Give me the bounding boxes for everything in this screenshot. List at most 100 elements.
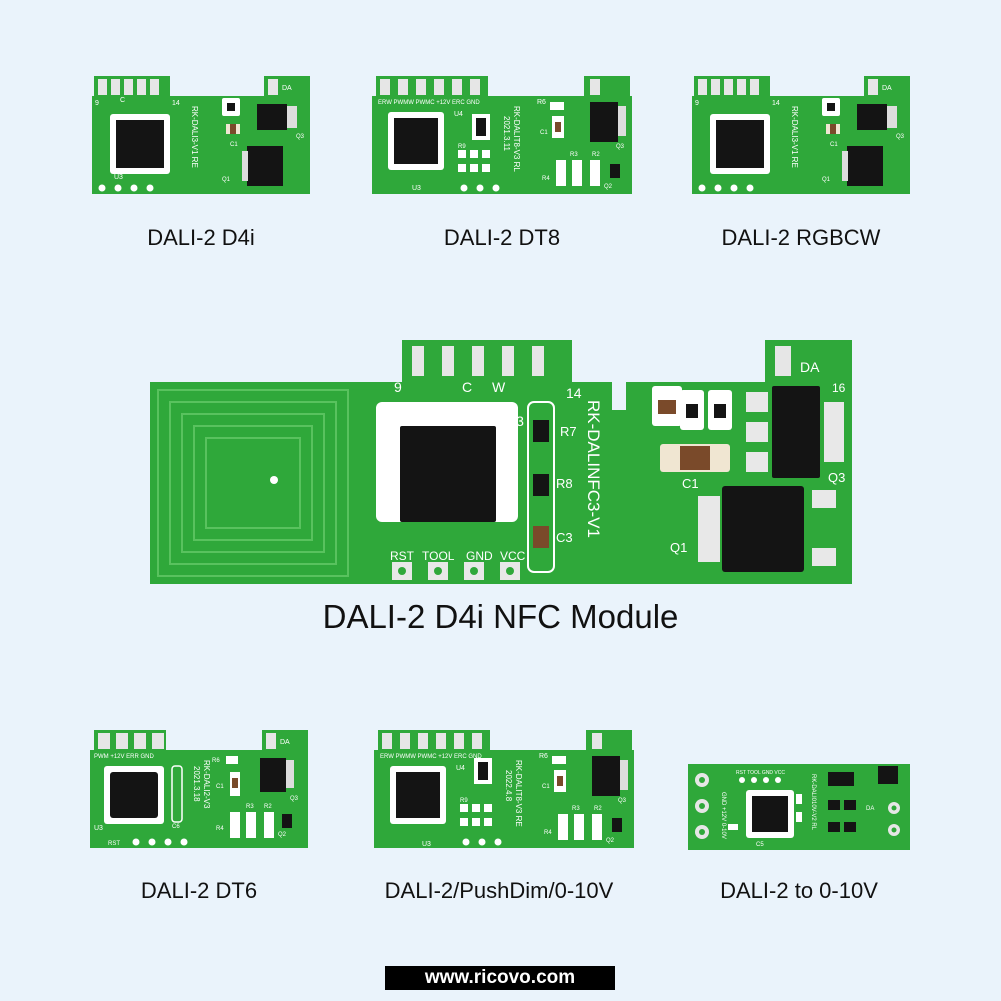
- vcc-label: VCC: [500, 549, 526, 563]
- u3-label: U3: [94, 825, 103, 832]
- pinC-label: C: [120, 97, 125, 104]
- model-label: RK-DALI010V-V2 RL: [810, 774, 816, 831]
- c1-label: C1: [540, 130, 548, 136]
- q1-label: Q1: [670, 540, 687, 555]
- module-caption-dt8: DALI-2 DT8: [443, 225, 561, 250]
- u3-label: U3: [114, 174, 123, 181]
- model-label: RK-DALI3-V1 RE: [790, 106, 799, 168]
- mcu-chip: [710, 114, 770, 174]
- r4-label: R4: [544, 830, 552, 836]
- nfc-center-via: [270, 476, 278, 484]
- c6-label: C6: [172, 824, 180, 830]
- r4-label: R4: [216, 826, 224, 832]
- website-label: www.ricovo.com: [385, 966, 615, 990]
- c1-label: C1: [542, 784, 550, 790]
- date-label: 2021.3.18: [192, 766, 201, 802]
- mcu-chip: [376, 402, 518, 522]
- c1-label: C1: [216, 784, 224, 790]
- pinC-label: C: [462, 379, 472, 395]
- rst-label: RST: [108, 841, 120, 847]
- r3-label: R3: [572, 806, 580, 812]
- da-label: DA: [800, 359, 820, 375]
- pin-labels: RST TOOL GND VCC: [736, 770, 785, 776]
- u4-label: U4: [454, 111, 463, 118]
- module-board-pushdim: ERW PWMW PWMC +12V ERC GND U4 R9 U3 RK-D…: [374, 730, 634, 848]
- da-label: DA: [280, 739, 290, 746]
- passive-components: [652, 386, 732, 472]
- module-caption-d4i: DALI-2 D4i: [147, 225, 255, 250]
- nfc-antenna-coil: [157, 389, 349, 577]
- u3-label: U3: [412, 185, 421, 192]
- pin9-label: 9: [695, 100, 699, 107]
- r8-label: R8: [556, 476, 573, 491]
- pin14-label: 14: [772, 100, 780, 107]
- c1-label: C1: [230, 142, 238, 148]
- model-label: RK-DALI2-V3: [202, 760, 211, 809]
- r6-label: R6: [539, 753, 548, 760]
- q2-label: Q2: [606, 838, 615, 844]
- module-board-010v: RST TOOL GND VCC GND +12V 0-10V C5 RK-DA…: [688, 764, 910, 850]
- q1-label: Q1: [222, 177, 231, 183]
- q3-label: Q3: [616, 144, 625, 150]
- pin9-label: 9: [394, 379, 402, 395]
- date-label: 2021.3.11: [502, 116, 511, 152]
- module-board-rgbcw: 9 14 DA RK-DALI3-V1 RE C1 Q3 Q1: [692, 76, 910, 194]
- mcu-chip: [390, 766, 446, 824]
- da-label: DA: [882, 85, 892, 92]
- c5-label: C5: [756, 842, 764, 848]
- module-board-d4i: 9 C 14 DA U3 RK-DALI3-V1 RE C1 Q3 Q1: [92, 76, 310, 194]
- r3-label: R3: [246, 804, 254, 810]
- tool-label: TOOL: [422, 549, 455, 563]
- left-labels: GND +12V 0-10V: [720, 792, 726, 839]
- q3-label: Q3: [828, 470, 845, 485]
- u3-label: U3: [422, 841, 431, 848]
- module-board-dt6: PWM +12V ERR GND DA U3 RST C6 RK-DALI2-V…: [90, 730, 308, 848]
- q3-label: Q3: [618, 798, 627, 804]
- da-label: DA: [282, 85, 292, 92]
- model-label: RK-DALI3-V1 RE: [190, 106, 199, 168]
- r6-label: R6: [537, 99, 546, 106]
- r6-label: R6: [212, 758, 220, 764]
- r4-label: R4: [542, 176, 550, 182]
- module-caption-rgbcw: DALI-2 RGBCW: [721, 225, 881, 250]
- mcu-chip: [104, 766, 164, 824]
- pin14-label: 14: [566, 385, 582, 401]
- pin9-label: 9: [95, 100, 99, 107]
- c3-label: C3: [556, 530, 573, 545]
- mcu-chip: [746, 790, 794, 838]
- c1-label: C1: [830, 142, 838, 148]
- model-label: RK-DALINFC3-V1: [584, 400, 603, 538]
- r3-label: R3: [570, 152, 578, 158]
- main-module-caption: DALI-2 D4i NFC Module: [322, 598, 679, 635]
- c1-label: C1: [682, 476, 699, 491]
- pin14-label: 14: [172, 100, 180, 107]
- gnd-label: GND: [466, 549, 493, 563]
- pin16-label: 16: [832, 381, 846, 395]
- q2-label: Q2: [604, 184, 613, 190]
- main-module-board: 9 C W 14 DA 16 U3 R7 R8 C3 RK-DALINFC3-V…: [150, 340, 852, 584]
- module-caption-pushdim: DALI-2/PushDim/0-10V: [384, 878, 614, 903]
- r2-label: R2: [594, 806, 602, 812]
- model-label: RK-DALIT8-V3 RE: [514, 760, 523, 827]
- module-caption-010v: DALI-2 to 0-10V: [720, 878, 878, 903]
- resistor-column: [527, 401, 555, 573]
- q3-label: Q3: [296, 134, 305, 140]
- q3-label: Q3: [896, 134, 905, 140]
- pin-labels: ERW PWMW PWMC +12V ERC GND: [380, 754, 482, 760]
- module-caption-dt6: DALI-2 DT6: [140, 878, 258, 903]
- q2-label: Q2: [278, 832, 287, 838]
- rst-label: RST: [390, 549, 415, 563]
- r7-label: R7: [560, 424, 577, 439]
- pin-labels: PWM +12V ERR GND: [94, 754, 155, 760]
- q3-label: Q3: [290, 796, 299, 802]
- r9-label: R9: [458, 144, 466, 150]
- model-label: RK-DALIT8-V3 RL: [512, 106, 521, 172]
- date-label: 2022.4.8: [504, 770, 513, 802]
- u4-label: U4: [456, 765, 465, 772]
- rst-tool-gnd-vcc-labels: RST TOOL GND VCC: [390, 549, 526, 563]
- u3-label: U3: [506, 413, 524, 429]
- mcu-chip: [110, 114, 170, 174]
- module-board-dt8: ERW PWMW PWMC +12V ERC GND U4 R9 U3 RK-D…: [372, 76, 632, 194]
- pinW-label: W: [492, 379, 506, 395]
- r2-label: R2: [264, 804, 272, 810]
